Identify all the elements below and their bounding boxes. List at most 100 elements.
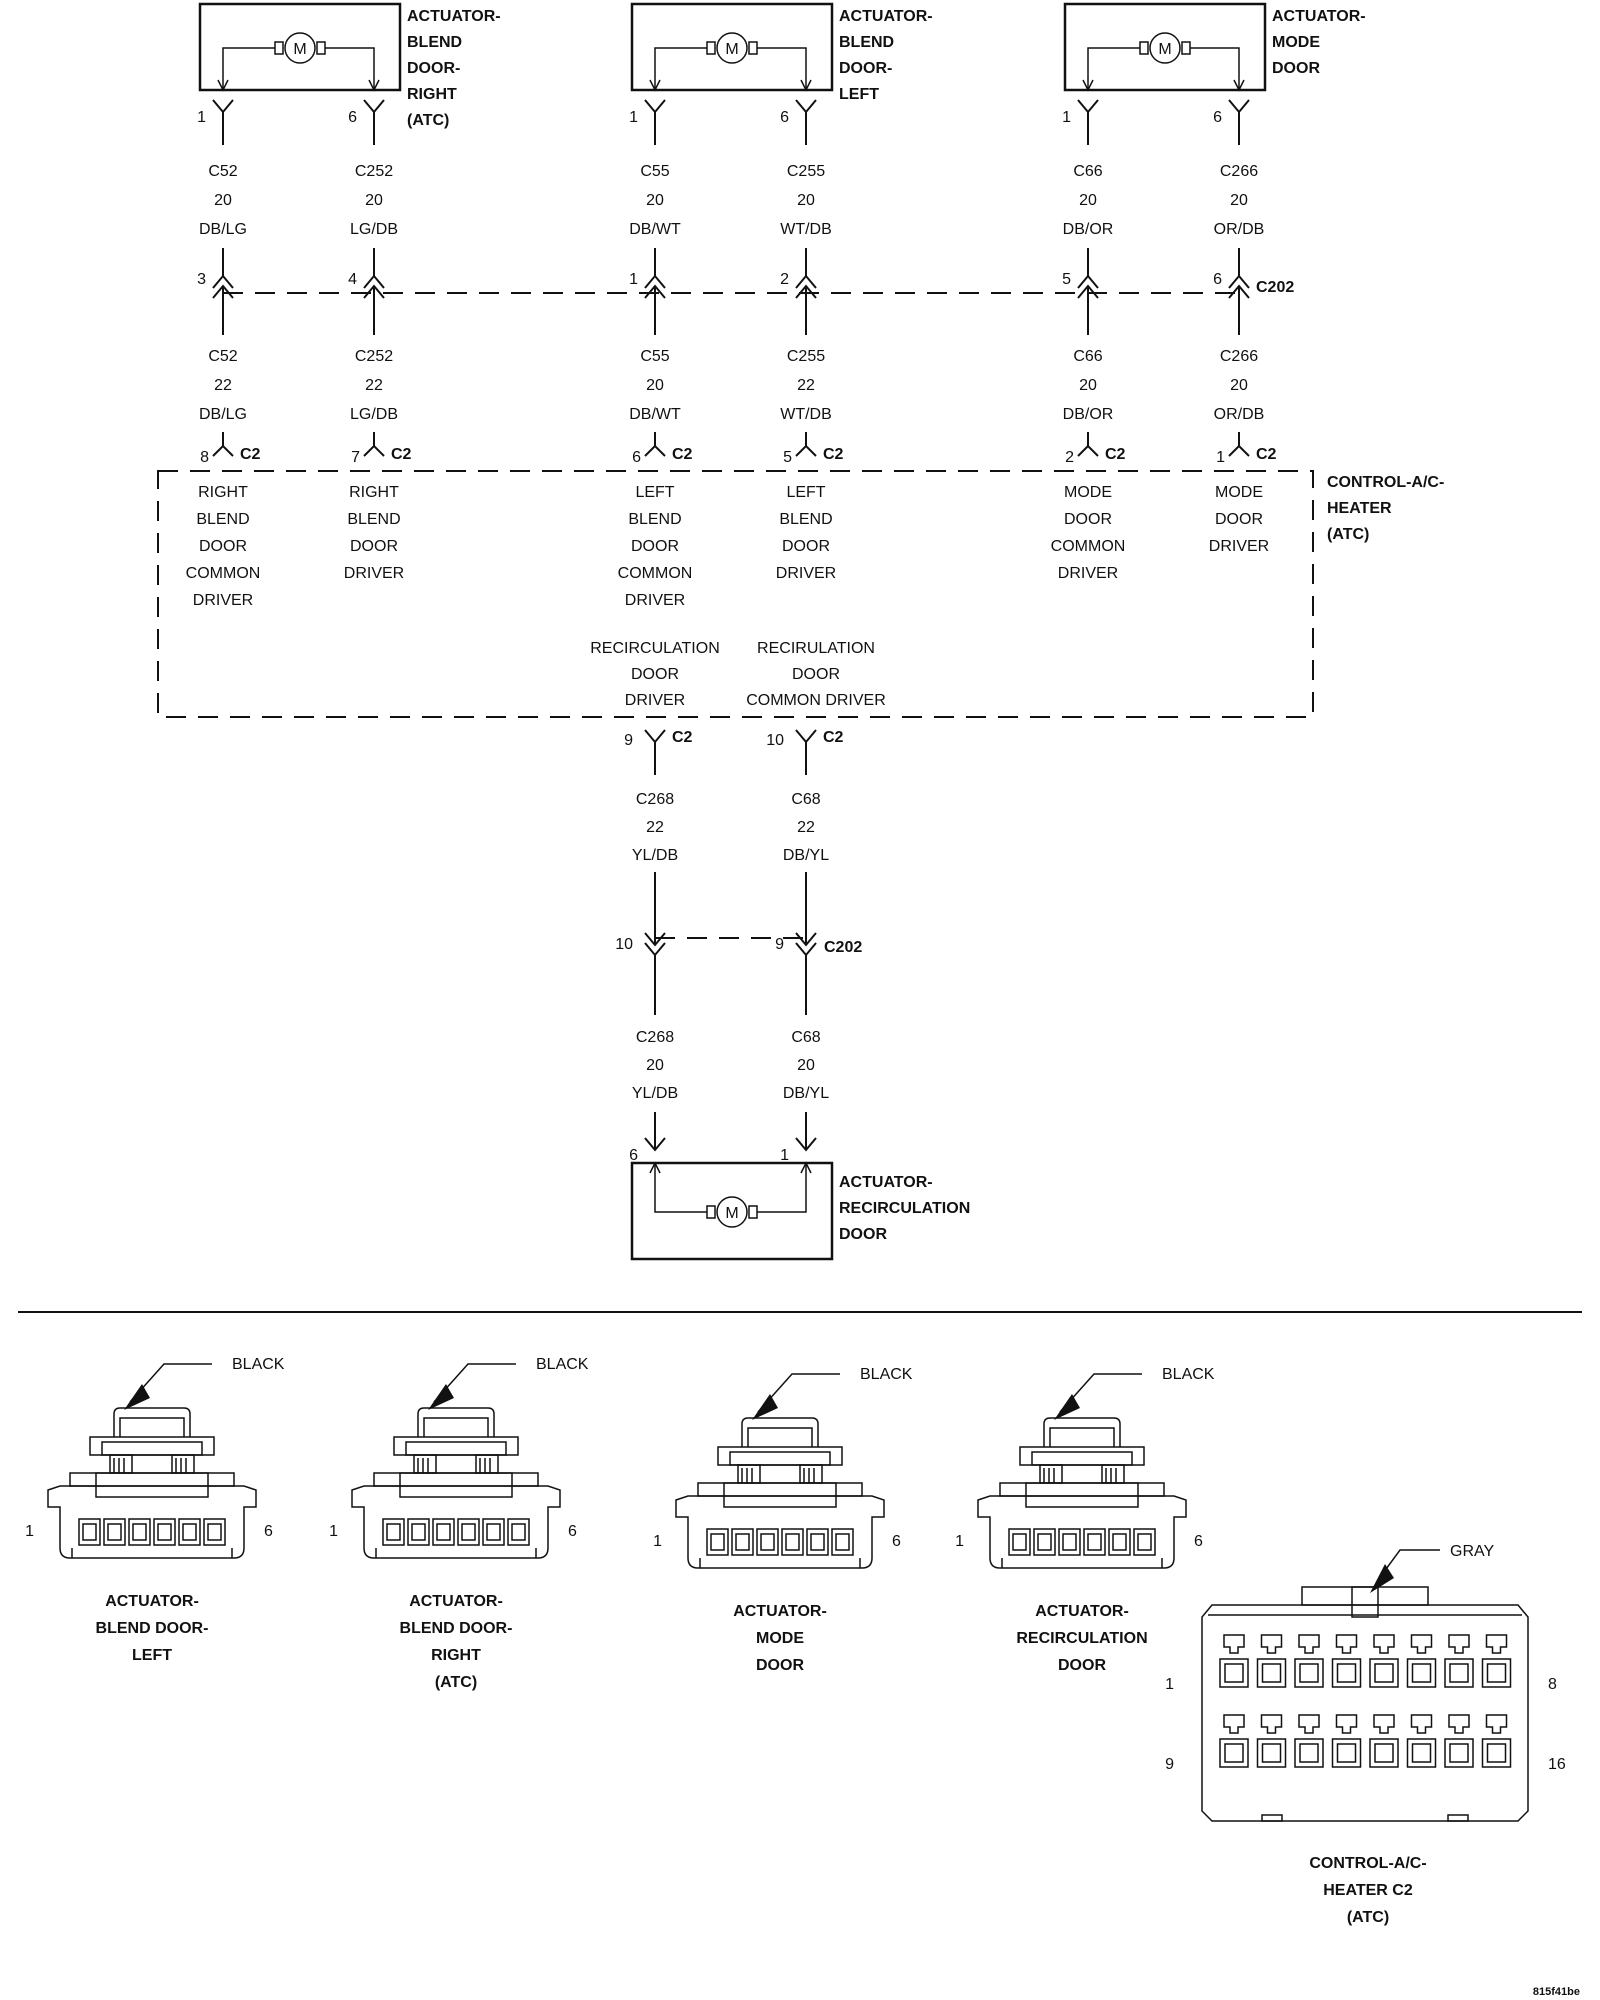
connector-upper-rail bbox=[697, 1482, 863, 1497]
actuator-title: MODE bbox=[1272, 34, 1320, 51]
connector-top-housing bbox=[89, 1436, 215, 1456]
c2-cavity bbox=[1486, 1663, 1507, 1683]
pin-number: 2 bbox=[780, 271, 789, 288]
pin-number: 1 bbox=[329, 1523, 338, 1540]
connector-color-label: BLACK bbox=[536, 1356, 589, 1373]
connector-label: C2 bbox=[1105, 446, 1126, 463]
pin-number: 6 bbox=[1213, 109, 1222, 126]
wire-circuit: C55 bbox=[640, 348, 669, 365]
pin-number: 9 bbox=[775, 936, 784, 953]
pin-number: 1 bbox=[653, 1533, 662, 1550]
actuator-title: ACTUATOR- bbox=[839, 8, 933, 25]
c2-latch-tab bbox=[1373, 1634, 1395, 1654]
driver-label: COMMON bbox=[186, 565, 261, 582]
connector-cavity bbox=[207, 1523, 222, 1541]
c2-latch-tab bbox=[1485, 1634, 1508, 1654]
c2-cavity bbox=[1261, 1743, 1282, 1763]
pin-number: 1 bbox=[780, 1147, 789, 1164]
wire-color: DB/YL bbox=[783, 847, 829, 864]
connector-title: (ATC) bbox=[1347, 1909, 1389, 1926]
driver-label: DRIVER bbox=[625, 692, 685, 709]
driver-label: BLEND bbox=[628, 511, 681, 528]
connector-top-housing bbox=[405, 1441, 507, 1456]
connector-upper-rail bbox=[1025, 1482, 1139, 1508]
driver-label: DRIVER bbox=[193, 592, 253, 609]
connector-upper-rail bbox=[373, 1472, 539, 1487]
driver-label: RECIRULATION bbox=[757, 640, 875, 657]
wire-gauge: 20 bbox=[1079, 192, 1097, 209]
connector-cavity bbox=[382, 1518, 405, 1546]
c2-detail bbox=[1261, 1814, 1283, 1822]
wire-circuit: C268 bbox=[636, 791, 674, 808]
latch-shape bbox=[1049, 1427, 1115, 1447]
c2-cavity bbox=[1369, 1658, 1399, 1688]
connector-title: LEFT bbox=[132, 1647, 172, 1664]
c2-latch-tab bbox=[1298, 1634, 1320, 1654]
actuator-arrow-icon bbox=[1082, 79, 1094, 92]
driver-label: BLEND bbox=[347, 511, 400, 528]
callout-arrow-icon bbox=[124, 1384, 150, 1410]
wire-gauge: 22 bbox=[646, 819, 664, 836]
connector-color-label: GRAY bbox=[1450, 1543, 1494, 1560]
pin-number: 1 bbox=[1216, 449, 1225, 466]
connector-cavity bbox=[482, 1518, 505, 1546]
pin-number: 2 bbox=[1065, 449, 1074, 466]
wire-color: LG/DB bbox=[350, 406, 398, 423]
connector-cavity bbox=[1133, 1528, 1156, 1556]
actuator-terminal bbox=[212, 99, 234, 114]
motor-brush-icon bbox=[706, 41, 716, 55]
connector-label: C2 bbox=[823, 729, 844, 746]
connector-color-label: BLACK bbox=[860, 1366, 913, 1383]
callout-arrow-icon bbox=[428, 1384, 454, 1410]
connector-title: RECIRCULATION bbox=[1016, 1630, 1147, 1647]
actuator-internal-wire bbox=[757, 47, 807, 90]
connector-cavity bbox=[1012, 1533, 1027, 1551]
pin-number: 1 bbox=[197, 109, 206, 126]
connector-cavity bbox=[182, 1523, 197, 1541]
pin-number: 7 bbox=[351, 449, 360, 466]
driver-label: DOOR bbox=[199, 538, 247, 555]
connector-cavity bbox=[411, 1523, 426, 1541]
connector-cavity bbox=[461, 1523, 476, 1541]
c2-terminal bbox=[363, 444, 385, 457]
c2-cavity bbox=[1406, 1738, 1437, 1768]
driver-label: DRIVER bbox=[625, 592, 685, 609]
c202-terminal bbox=[644, 274, 666, 289]
c2-latch-tab bbox=[1298, 1714, 1320, 1734]
connector-title: BLEND DOOR- bbox=[96, 1620, 209, 1637]
c2-cavity bbox=[1294, 1658, 1324, 1688]
wire-gauge: 22 bbox=[365, 377, 383, 394]
c202-terminal bbox=[1077, 274, 1099, 289]
wire-circuit: C266 bbox=[1220, 163, 1258, 180]
connector-cavity bbox=[1037, 1533, 1052, 1551]
wire-circuit: C255 bbox=[787, 163, 825, 180]
motor-label: M bbox=[1158, 41, 1171, 58]
connector-cavity bbox=[1087, 1533, 1102, 1551]
connector-cavity bbox=[810, 1533, 825, 1551]
connector-cavity bbox=[1033, 1528, 1056, 1556]
driver-label: DOOR bbox=[782, 538, 830, 555]
actuator-title: LEFT bbox=[839, 86, 879, 103]
wire-color: DB/OR bbox=[1063, 221, 1114, 238]
c2-cavity bbox=[1336, 1663, 1357, 1683]
connector-cavity bbox=[1137, 1533, 1152, 1551]
driver-label: DRIVER bbox=[344, 565, 404, 582]
c2-cavity bbox=[1449, 1663, 1469, 1683]
wire-gauge: 22 bbox=[797, 377, 815, 394]
connector-top-housing bbox=[1031, 1451, 1133, 1466]
connector-title: RIGHT bbox=[431, 1647, 481, 1664]
connector-cavity bbox=[457, 1518, 480, 1546]
c2-cavity bbox=[1256, 1738, 1287, 1768]
pin-number: 6 bbox=[629, 1147, 638, 1164]
motor-brush-icon bbox=[316, 41, 326, 55]
actuator-terminal bbox=[644, 1137, 666, 1152]
c202-terminal bbox=[363, 274, 385, 289]
c2-cavity bbox=[1374, 1743, 1394, 1763]
control-module-label: (ATC) bbox=[1327, 526, 1369, 543]
wire-color: WT/DB bbox=[780, 221, 832, 238]
actuator-box-top bbox=[1063, 2, 1267, 92]
actuator-title: DOOR- bbox=[839, 60, 892, 77]
pin-number: 6 bbox=[568, 1523, 577, 1540]
